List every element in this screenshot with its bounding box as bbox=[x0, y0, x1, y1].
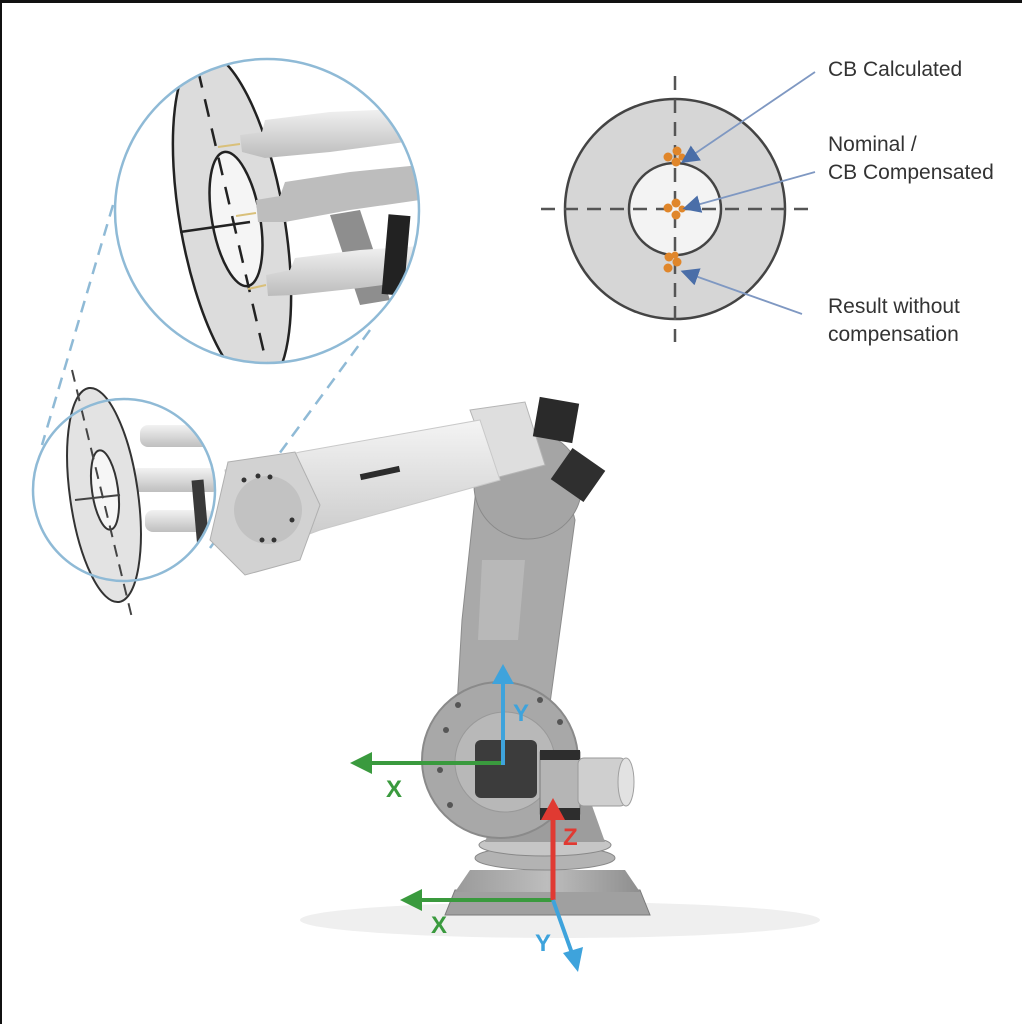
base-y-label: Y bbox=[535, 930, 552, 957]
magnified-target-view bbox=[113, 57, 421, 365]
label-cb-calculated: CB Calculated bbox=[828, 58, 963, 81]
label-nominal-line2: CB Compensated bbox=[828, 161, 994, 184]
uncompensated-dots bbox=[663, 251, 682, 273]
joint-y-arrowhead-icon bbox=[492, 664, 514, 684]
magnifier-guide-left bbox=[40, 204, 115, 446]
large-magnifier-circle bbox=[113, 57, 421, 365]
nominal-dots bbox=[663, 198, 686, 220]
pen-top bbox=[217, 108, 419, 158]
joint-coordinate-frame bbox=[350, 664, 514, 774]
joint-x-arrowhead-icon bbox=[350, 752, 372, 774]
base-z-arrowhead-icon bbox=[541, 798, 565, 820]
base-x-label: X bbox=[431, 912, 448, 939]
label-result-line2: compensation bbox=[828, 323, 959, 346]
joint-y-label: Y bbox=[513, 700, 530, 727]
base-z-label: Z bbox=[563, 824, 578, 851]
base-coordinate-frame bbox=[400, 798, 583, 972]
target-diagram bbox=[541, 71, 816, 342]
base-y-axis bbox=[551, 899, 575, 957]
robot-arm bbox=[209, 396, 820, 938]
pen-bottom bbox=[247, 246, 419, 296]
base-x-arrowhead-icon bbox=[400, 889, 422, 911]
label-result-line1: Result without bbox=[828, 295, 960, 318]
joint-x-label: X bbox=[386, 776, 403, 803]
small-target-view bbox=[31, 369, 217, 623]
arrow-result bbox=[680, 268, 803, 315]
label-nominal-line1: Nominal / bbox=[828, 133, 917, 156]
arrow-nominal bbox=[682, 171, 816, 213]
base-y-arrowhead-icon bbox=[563, 947, 583, 972]
arrow-cb-calculated bbox=[681, 71, 816, 164]
small-magnifier-circle bbox=[31, 397, 217, 583]
